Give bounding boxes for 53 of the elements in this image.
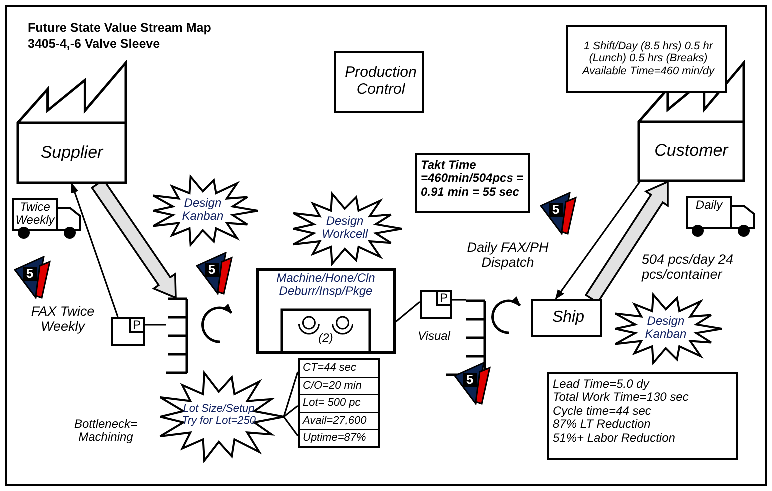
arrow — [555, 182, 641, 300]
connector-line — [283, 416, 299, 436]
note-text: Bottleneck= Machining — [73, 418, 139, 445]
text-box — [566, 25, 727, 93]
text-box — [547, 372, 738, 460]
node-label: Customer — [654, 141, 730, 160]
burst-label: Design Kanban — [644, 315, 688, 342]
factory-shape — [17, 62, 127, 184]
box-text: Production Control — [344, 65, 418, 99]
connector-line — [452, 299, 466, 301]
connector-line — [284, 405, 298, 418]
kanban-post — [420, 290, 452, 319]
burst-label: Design Workcell — [320, 215, 370, 242]
supermarket-rack — [166, 298, 188, 374]
connector-line — [145, 324, 166, 326]
truck-label: Twice Weekly — [14, 201, 56, 228]
box-text: Cycle time=44 sec — [553, 404, 652, 418]
connector-line — [395, 301, 421, 323]
text-box — [415, 153, 530, 213]
data-cell: Lot= 500 pc — [300, 394, 378, 412]
triangle-number: 5 — [463, 373, 477, 387]
text-box — [531, 299, 602, 337]
kanban-letter: P — [132, 318, 142, 332]
connector-line — [283, 372, 299, 418]
triangle-number: 5 — [205, 263, 219, 277]
note-text: 504 pcs/day 24 pcs/container — [642, 252, 735, 282]
box-text: 1 Shift/Day (8.5 hrs) 0.5 hr (Lunch) 0.5 hrs (Breaks) Available Time=460 min/dy — [581, 40, 716, 78]
node-label: Supplier — [40, 142, 105, 162]
box-text: Total Work Time=130 sec — [553, 391, 690, 405]
data-cell: C/O=20 min — [300, 377, 378, 394]
text-box — [334, 51, 424, 113]
burst-label: Lot Size/Setup Try for Lot=250 — [180, 403, 258, 428]
beside-label: Visual — [418, 330, 450, 344]
kanban-post — [111, 317, 145, 346]
triangle-number: 5 — [549, 203, 563, 217]
box-text: Takt Time =460min/504pcs = 0.91 min = 55 sec — [421, 159, 525, 200]
box-text: Lead Time=5.0 dy — [553, 378, 651, 392]
truck-label: Daily — [694, 199, 724, 212]
process-count: (2) — [318, 332, 334, 346]
process-box — [256, 268, 396, 354]
box-text: 51%+ Labor Reduction — [553, 432, 676, 446]
triangle-number: 5 — [23, 267, 37, 281]
node-label: Machine/Hone/Cln Deburr/Insp/Pkge — [276, 272, 376, 299]
burst-label: Design Kanban — [181, 197, 225, 224]
kanban-letter: P — [438, 291, 449, 305]
box-text: Ship — [551, 309, 586, 327]
data-cell-text: CT=44 sec — [302, 361, 358, 376]
arrow — [71, 183, 119, 318]
data-cell: Uptime=87% — [300, 428, 378, 446]
box-text: 87% LT Reduction — [553, 418, 652, 432]
diagram-title: Future State Value Stream Map 3405-4,-6 Valve Sleeve — [28, 20, 212, 52]
data-cell: Avail=27,600 — [300, 412, 378, 429]
data-box — [298, 358, 380, 448]
